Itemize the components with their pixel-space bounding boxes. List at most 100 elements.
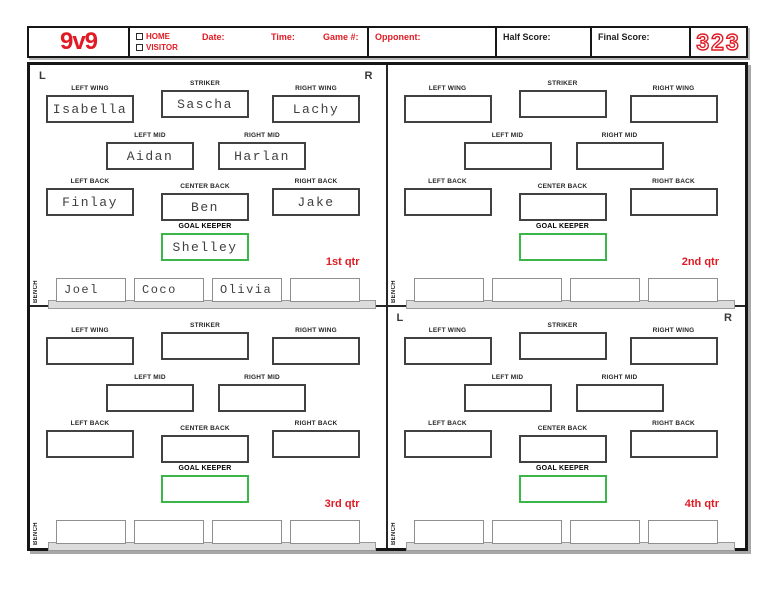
slot-goal-keeper: GOAL KEEPER bbox=[518, 465, 607, 503]
striker-label: STRIKER bbox=[190, 80, 220, 87]
bench-player-name: Olivia bbox=[220, 283, 273, 297]
striker-label: STRIKER bbox=[547, 80, 578, 87]
bench-box-3[interactable] bbox=[569, 278, 640, 302]
player-box-right-mid[interactable] bbox=[575, 142, 664, 170]
bench-box-2[interactable] bbox=[134, 519, 204, 544]
bench-box-2[interactable] bbox=[491, 519, 562, 544]
player-box-left-back[interactable] bbox=[403, 188, 492, 216]
player-box-center-back[interactable] bbox=[518, 193, 607, 221]
player-box-striker[interactable] bbox=[518, 331, 607, 360]
player-box-goal-keeper[interactable] bbox=[518, 233, 607, 261]
player-box-goal-keeper[interactable]: Shelley bbox=[161, 233, 249, 261]
bench-label: BENCH bbox=[390, 521, 397, 545]
player-box-right-back[interactable] bbox=[629, 429, 718, 458]
player-box-goal-keeper[interactable] bbox=[518, 474, 607, 503]
slot-left-back: LEFT BACK bbox=[403, 178, 492, 216]
player-name: Sascha bbox=[177, 96, 233, 112]
slot-right-back: RIGHT BACK bbox=[272, 420, 360, 458]
goal-keeper-label: GOAL KEEPER bbox=[535, 223, 590, 230]
player-box-right-mid[interactable] bbox=[218, 383, 306, 412]
slot-center-back: CENTER BACK bbox=[518, 425, 607, 463]
final-score-label: Final Score: bbox=[598, 32, 650, 42]
player-box-left-wing[interactable] bbox=[403, 95, 492, 123]
player-name: Finlay bbox=[62, 194, 118, 210]
bench-box-4[interactable] bbox=[647, 278, 718, 302]
date-field[interactable]: Date: bbox=[202, 32, 225, 42]
bench-box-3[interactable]: Olivia bbox=[212, 278, 282, 302]
player-box-right-back[interactable]: Jake bbox=[272, 188, 360, 216]
slot-right-wing: RIGHT WING bbox=[629, 85, 718, 123]
bench-box-4[interactable] bbox=[290, 278, 360, 302]
player-box-right-back[interactable] bbox=[272, 429, 360, 458]
player-box-striker[interactable] bbox=[161, 331, 249, 360]
bench-strip bbox=[48, 541, 376, 551]
player-box-left-wing[interactable] bbox=[403, 336, 492, 365]
player-box-left-back[interactable] bbox=[46, 429, 134, 458]
home-label: HOME bbox=[146, 32, 170, 41]
bench-box-1[interactable] bbox=[413, 519, 484, 544]
player-box-right-wing[interactable]: Lachy bbox=[272, 95, 360, 123]
sheet-header: 9v9 HOME VISITOR Date: Time: Game #: Opp… bbox=[27, 26, 748, 58]
right-wing-label: RIGHT WING bbox=[295, 85, 337, 92]
bench-box-4[interactable] bbox=[290, 519, 360, 544]
player-box-striker[interactable]: Sascha bbox=[161, 90, 249, 118]
player-box-left-back[interactable]: Finlay bbox=[46, 188, 134, 216]
player-box-left-wing[interactable]: Isabella bbox=[46, 95, 134, 123]
bench-box-1[interactable] bbox=[413, 278, 484, 302]
home-checkbox[interactable] bbox=[136, 33, 143, 40]
player-box-striker[interactable] bbox=[518, 90, 607, 118]
half-score-field[interactable]: Half Score: bbox=[497, 28, 592, 56]
time-field[interactable]: Time: bbox=[271, 32, 295, 42]
right-mid-label: RIGHT MID bbox=[601, 373, 638, 381]
left-wing-label: LEFT WING bbox=[428, 326, 467, 334]
final-score-field[interactable]: Final Score: bbox=[592, 28, 691, 56]
slot-right-mid: RIGHT MID bbox=[218, 374, 306, 412]
slot-left-mid: LEFT MID Aidan bbox=[106, 132, 194, 170]
left-mid-label: LEFT MID bbox=[491, 132, 524, 139]
game-number-field[interactable]: Game #: bbox=[323, 32, 359, 42]
player-name: Jake bbox=[297, 194, 335, 210]
player-box-goal-keeper[interactable] bbox=[161, 474, 249, 503]
visitor-label: VISITOR bbox=[146, 43, 178, 52]
left-side-marker: L bbox=[39, 70, 46, 82]
right-wing-label: RIGHT WING bbox=[295, 326, 337, 334]
quarter-3-panel: LEFT WING STRIKER RIGHT WING LEFT MID RI… bbox=[30, 306, 388, 551]
player-box-right-wing[interactable] bbox=[629, 336, 718, 365]
right-side-marker: R bbox=[724, 311, 732, 324]
bench-box-1[interactable]: Joel bbox=[56, 278, 126, 302]
player-box-right-wing[interactable] bbox=[629, 95, 718, 123]
player-box-left-mid[interactable] bbox=[106, 383, 194, 412]
quarter-label: 1st qtr bbox=[325, 256, 360, 268]
slot-goal-keeper: GOAL KEEPER bbox=[161, 465, 249, 503]
player-box-left-back[interactable] bbox=[403, 429, 492, 458]
right-back-label: RIGHT BACK bbox=[294, 419, 338, 427]
player-box-center-back[interactable] bbox=[161, 434, 249, 463]
bench-box-2[interactable] bbox=[491, 278, 562, 302]
player-box-right-back[interactable] bbox=[629, 188, 718, 216]
player-box-left-mid[interactable]: Aidan bbox=[106, 142, 194, 170]
slot-striker: STRIKER Sascha bbox=[161, 80, 249, 118]
bench-box-2[interactable]: Coco bbox=[134, 278, 204, 302]
bench-box-4[interactable] bbox=[647, 519, 718, 544]
format-label: 9v9 bbox=[59, 28, 98, 55]
opponent-field[interactable]: Opponent: bbox=[369, 28, 497, 56]
bench-box-1[interactable] bbox=[56, 519, 126, 544]
player-box-center-back[interactable]: Ben bbox=[161, 193, 249, 221]
player-box-right-mid[interactable]: Harlan bbox=[218, 142, 306, 170]
player-box-left-wing[interactable] bbox=[46, 336, 134, 365]
player-box-left-mid[interactable] bbox=[463, 383, 552, 412]
player-box-right-mid[interactable] bbox=[575, 383, 664, 412]
bench-strip bbox=[48, 300, 376, 309]
slot-left-back: LEFT BACK Finlay bbox=[46, 178, 134, 216]
slot-left-wing: LEFT WING bbox=[403, 85, 492, 123]
slot-left-mid: LEFT MID bbox=[106, 374, 194, 412]
visitor-checkbox[interactable] bbox=[136, 44, 143, 51]
striker-label: STRIKER bbox=[547, 321, 578, 329]
quarter-label: 3rd qtr bbox=[324, 497, 360, 510]
left-back-label: LEFT BACK bbox=[70, 178, 110, 185]
player-box-right-wing[interactable] bbox=[272, 336, 360, 365]
bench-box-3[interactable] bbox=[569, 519, 640, 544]
player-box-center-back[interactable] bbox=[518, 434, 607, 463]
player-box-left-mid[interactable] bbox=[463, 142, 552, 170]
bench-box-3[interactable] bbox=[212, 519, 282, 544]
